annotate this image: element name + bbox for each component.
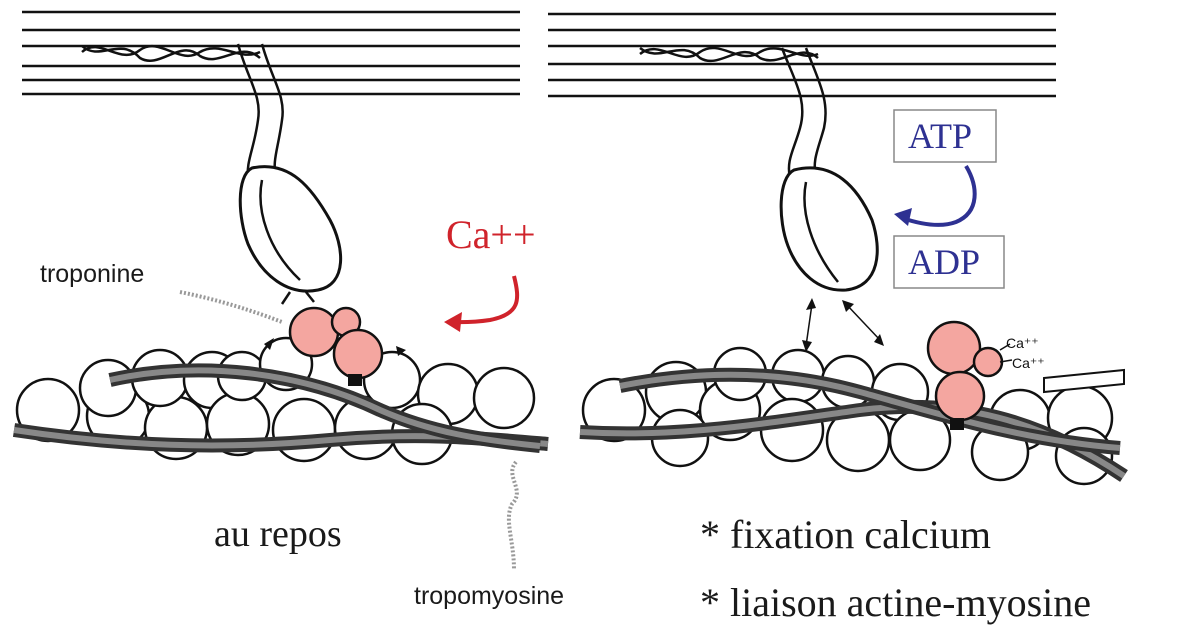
left-calcium-label: Ca++ <box>446 212 536 257</box>
left-calcium-arrow <box>444 276 517 332</box>
ion-tag-2: Ca⁺⁺ <box>1012 355 1045 371</box>
tropomyosin-label: tropomyosine <box>414 582 564 610</box>
troponin-pointer <box>180 292 282 322</box>
note-liaison-actine-myosine: * liaison actine-myosine <box>700 580 1091 625</box>
crossbridge-links <box>802 298 884 352</box>
left-caption: au repos <box>214 513 342 555</box>
ion-tag-1: Ca⁺⁺ <box>1006 335 1039 351</box>
right-thick-filament <box>548 14 1056 96</box>
tropomyosin-pointer <box>509 462 517 570</box>
left-thick-filament <box>22 12 520 94</box>
right-myosin-head <box>781 48 877 290</box>
right-panel: ATP ADP <box>548 14 1124 625</box>
atp-label: ATP <box>908 116 972 156</box>
adp-label: ADP <box>908 242 980 282</box>
left-myosin-head <box>238 44 341 304</box>
atp-cycle: ATP ADP <box>894 110 1004 288</box>
left-actin-filament <box>14 338 548 464</box>
note-fixation-calcium: * fixation calcium <box>700 512 991 557</box>
left-panel: troponine Ca++ au repos tropomyosine <box>14 12 564 610</box>
troponin-label: troponine <box>40 260 144 288</box>
